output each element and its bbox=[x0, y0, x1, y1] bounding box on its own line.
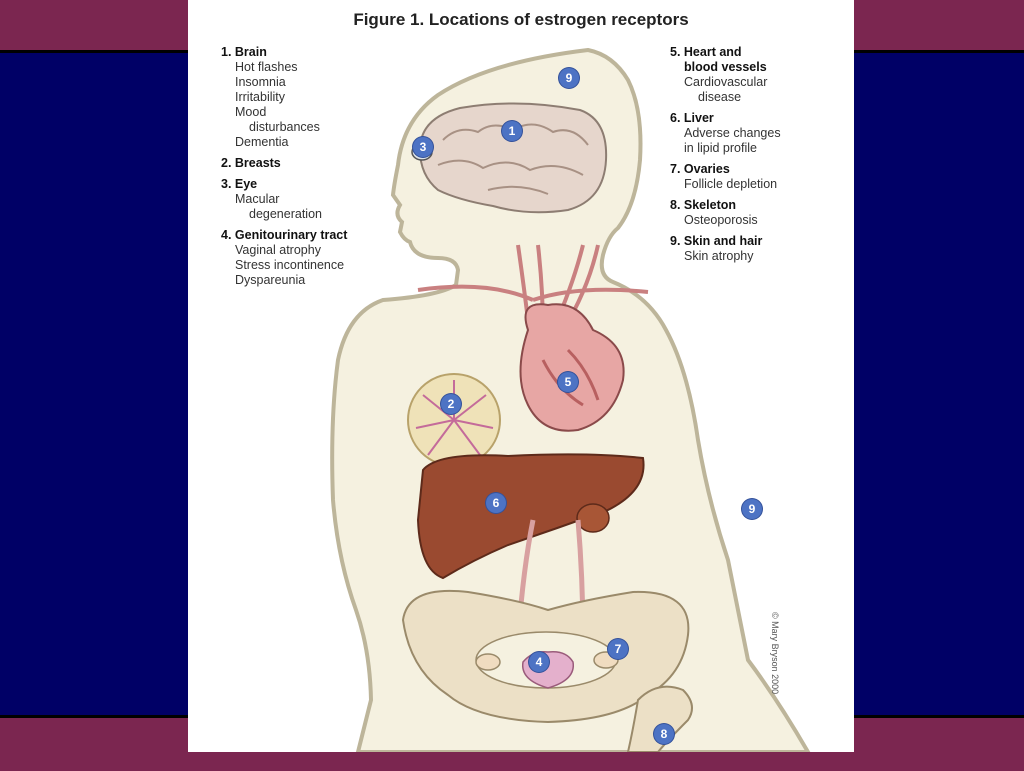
legend-item: disease bbox=[698, 90, 742, 104]
legend-item: Mood bbox=[235, 105, 267, 119]
marker-skin-head: 9 bbox=[559, 68, 579, 88]
legend-item: Hot flashes bbox=[235, 60, 298, 74]
legend-item: Insomnia bbox=[235, 75, 286, 89]
legend-item: Follicle depletion bbox=[684, 177, 778, 191]
legend-brain: 1. Brain Hot flashes Insomnia Irritabili… bbox=[221, 45, 411, 150]
gallbladder-shape bbox=[576, 503, 610, 533]
marker-eye: 3 bbox=[413, 137, 433, 157]
marker-genitourinary: 4 bbox=[529, 652, 549, 672]
legend-item: Irritability bbox=[235, 90, 286, 104]
figure-panel: Figure 1. Locations of estrogen receptor… bbox=[188, 0, 854, 752]
legend-heading: 4. Genitourinary tract bbox=[221, 228, 348, 242]
legend-liver: 6. Liver Adverse changes in lipid profil… bbox=[670, 111, 840, 156]
legend-heading: 6. Liver bbox=[670, 111, 714, 125]
legend-heart: 5. Heart and blood vessels Cardiovascula… bbox=[670, 45, 840, 105]
legend-heading: 7. Ovaries bbox=[670, 162, 730, 176]
legend-skeleton: 8. Skeleton Osteoporosis bbox=[670, 198, 840, 228]
legend-genitourinary: 4. Genitourinary tract Vaginal atrophy S… bbox=[221, 228, 411, 288]
anatomy-illustration bbox=[330, 47, 811, 752]
copyright-credit: © Mary Bryson 2000 bbox=[770, 612, 780, 695]
legend-item: degeneration bbox=[249, 207, 322, 221]
marker-ovaries: 7 bbox=[608, 639, 628, 659]
figure-title: Figure 1. Locations of estrogen receptor… bbox=[353, 10, 689, 29]
legend-skin-hair: 9. Skin and hair Skin atrophy bbox=[670, 234, 840, 264]
legend-item: Stress incontinence bbox=[235, 258, 345, 272]
legend-heading: 3. Eye bbox=[221, 177, 258, 191]
legend-heading-continued: blood vessels bbox=[684, 60, 767, 74]
legend-heading: 8. Skeleton bbox=[670, 198, 736, 212]
marker-liver: 6 bbox=[486, 493, 506, 513]
legend-item: Osteoporosis bbox=[684, 213, 758, 227]
legend-item: Cardiovascular bbox=[684, 75, 768, 89]
legend-item: Dementia bbox=[235, 135, 289, 149]
legend-item: Skin atrophy bbox=[684, 249, 754, 263]
vessels bbox=[417, 244, 649, 332]
legend-item: disturbances bbox=[249, 120, 320, 134]
femur-shape bbox=[626, 685, 693, 752]
liver-shape bbox=[416, 453, 645, 580]
legend-heading: 2. Breasts bbox=[221, 156, 281, 170]
legend-item: Vaginal atrophy bbox=[235, 243, 321, 257]
marker-heart: 5 bbox=[558, 372, 578, 392]
marker-skin-body: 9 bbox=[742, 499, 762, 519]
legend-item: in lipid profile bbox=[684, 141, 757, 155]
legend-item: Macular bbox=[235, 192, 280, 206]
legend-item: Adverse changes bbox=[684, 126, 781, 140]
marker-brain: 1 bbox=[502, 121, 522, 141]
legend-heading: 5. Heart and bbox=[670, 45, 742, 59]
legend-item: Dyspareunia bbox=[235, 273, 306, 287]
legend-breasts: 2. Breasts bbox=[221, 156, 411, 171]
legend-right: 5. Heart and blood vessels Cardiovascula… bbox=[670, 45, 840, 270]
legend-eye: 3. Eye Macular degeneration bbox=[221, 177, 411, 222]
legend-heading: 1. Brain bbox=[221, 45, 267, 59]
legend-ovaries: 7. Ovaries Follicle depletion bbox=[670, 162, 840, 192]
marker-breasts: 2 bbox=[441, 394, 461, 414]
legend-heading: 9. Skin and hair bbox=[670, 234, 763, 248]
marker-skeleton: 8 bbox=[654, 724, 674, 744]
ovary-left bbox=[475, 653, 501, 671]
legend-left: 1. Brain Hot flashes Insomnia Irritabili… bbox=[221, 45, 411, 294]
